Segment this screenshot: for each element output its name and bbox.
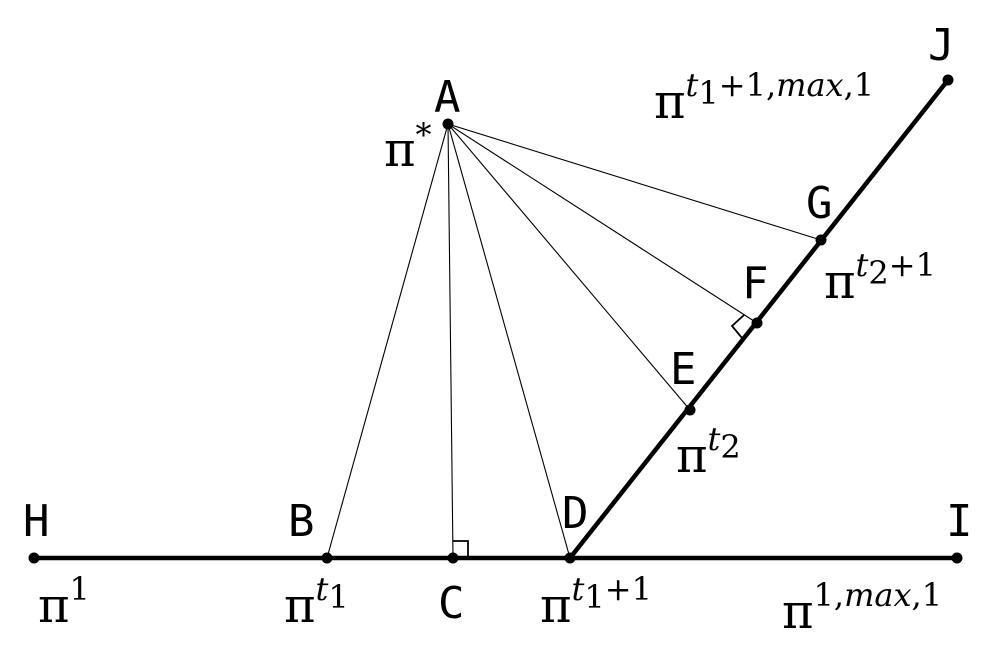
label-D: D [562,488,589,539]
pi-label-I: π1,max,1 [782,576,942,640]
label-I: I [946,496,973,547]
label-A: A [434,72,461,123]
right-angle-C [453,540,469,558]
right-angle-F [730,314,756,340]
segment-AF [447,123,758,324]
pi-label-H: π1 [38,570,90,634]
segment-AE [447,123,691,411]
pi-label-B: πt1 [284,570,349,634]
label-E: E [670,344,697,395]
point-F [751,317,763,329]
segment-AB [326,123,449,559]
pi-label-A: π* [384,116,432,178]
pi-label-E: πt2 [676,420,741,484]
point-H [28,552,40,564]
point-D [564,552,576,564]
label-F: F [742,258,769,309]
pi-label-J: πt1+1,max,1 [654,66,874,130]
segment-AD [447,123,571,559]
segment-AG [447,123,822,241]
point-I [951,552,963,564]
point-J [942,74,954,86]
point-C [447,552,459,564]
pi-label-G: πt2+1 [824,246,936,310]
pi-label-D: πt1+1 [540,570,652,634]
label-G: G [806,178,833,229]
label-H: H [23,496,50,547]
point-E [684,404,696,416]
label-C: C [438,578,465,629]
label-B: B [288,496,315,547]
segment-AC [447,123,454,559]
label-J: J [928,20,955,71]
point-B [321,552,333,564]
point-A [442,118,454,130]
point-G [815,234,827,246]
